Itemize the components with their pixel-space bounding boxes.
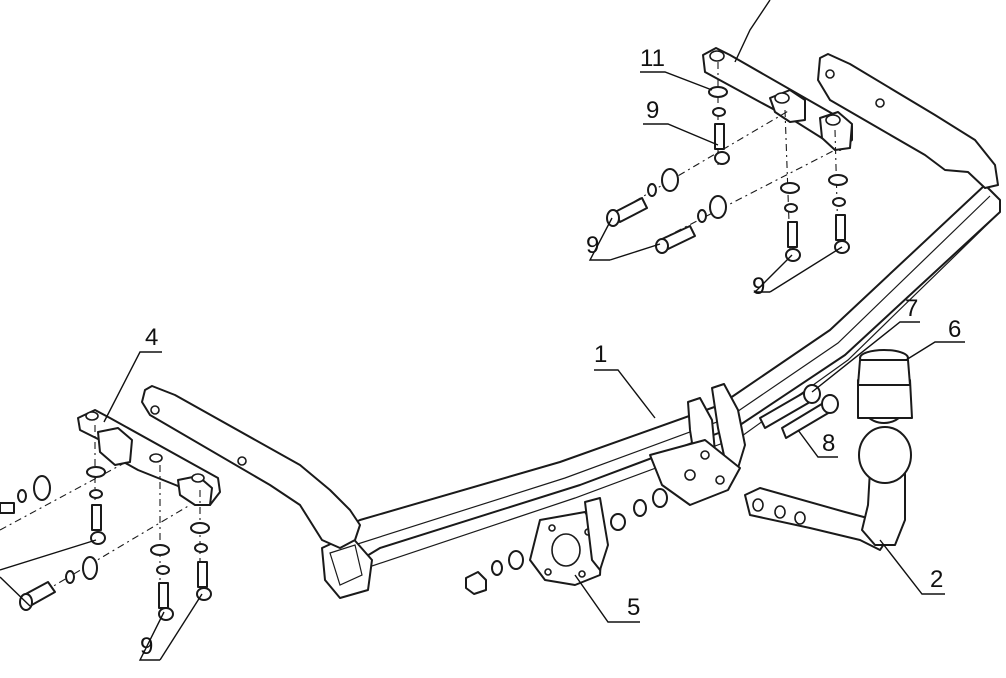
callout-9-left-lower: 9 — [140, 633, 153, 660]
right-side-bracket — [817, 53, 999, 189]
callout-labels: 1 2 4 5 6 7 8 11 9 9 9 9 — [140, 45, 961, 660]
callout-9-right-lower: 9 — [752, 273, 765, 300]
callout-5: 5 — [627, 594, 640, 621]
right-hardware — [606, 86, 850, 262]
hitch-bracket — [649, 383, 746, 506]
callout-6: 6 — [948, 316, 961, 343]
callout-11: 11 — [640, 45, 665, 72]
ball-coupling — [744, 349, 913, 551]
callout-1: 1 — [594, 341, 607, 368]
left-hardware — [0, 466, 212, 621]
callout-4: 4 — [145, 324, 158, 351]
right-mounting-plate — [702, 47, 853, 151]
callout-2: 2 — [930, 566, 943, 593]
callout-9-top: 9 — [646, 97, 659, 124]
bolts-7-8 — [759, 384, 839, 439]
callout-9-right-left: 9 — [586, 232, 599, 259]
socket-plate — [465, 488, 668, 595]
left-side-bracket — [141, 385, 361, 549]
leader-lines — [0, 0, 965, 661]
callout-7: 7 — [905, 295, 918, 322]
callout-8: 8 — [822, 430, 835, 457]
